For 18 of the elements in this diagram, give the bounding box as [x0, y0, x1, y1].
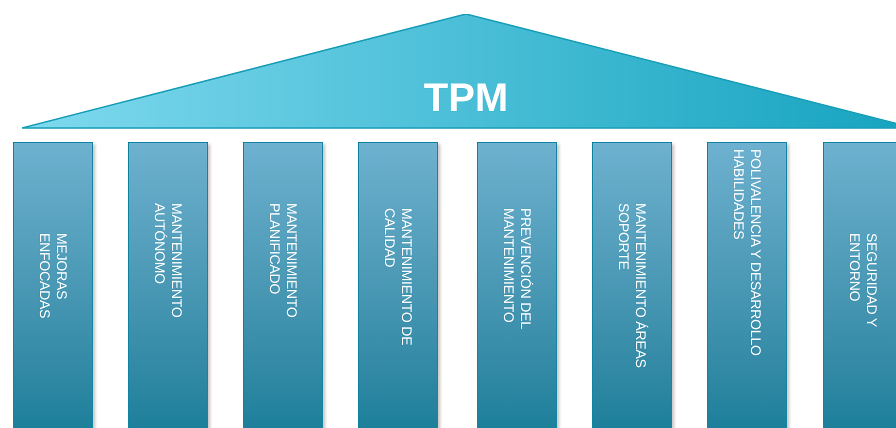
- pillar: [128, 142, 208, 428]
- pillar: [13, 142, 93, 428]
- pillar: [477, 142, 557, 428]
- pillar-label: MANTENIMIENTO AUTÓNOMO: [151, 203, 185, 320]
- pillar: [358, 142, 438, 428]
- pillar-label: MANTENIMIENTO PLANIFICADO: [266, 203, 300, 320]
- roof-title: TPM: [422, 76, 510, 120]
- pillar: [707, 142, 787, 428]
- pillar-label: PREVENCIÓN DEL MANTENIMIENTO: [500, 208, 534, 331]
- pillar-label: MANTENIMIENTO DE CALIDAD: [381, 208, 415, 348]
- pillar: [823, 142, 896, 428]
- pillar-label: MANTENIMIENTO ÁREAS SOPORTE: [615, 203, 649, 370]
- pillar-label: POLIVALENCIA Y DESARROLLO HABILIDADES: [730, 149, 764, 358]
- pillar-label: MEJORAS ENFOCADAS: [36, 233, 70, 320]
- pillar: [592, 142, 672, 428]
- pillar-label: SEGURIDAD Y ENTORNO: [846, 233, 880, 329]
- pillar: [243, 142, 323, 428]
- roof-triangle: [22, 14, 896, 130]
